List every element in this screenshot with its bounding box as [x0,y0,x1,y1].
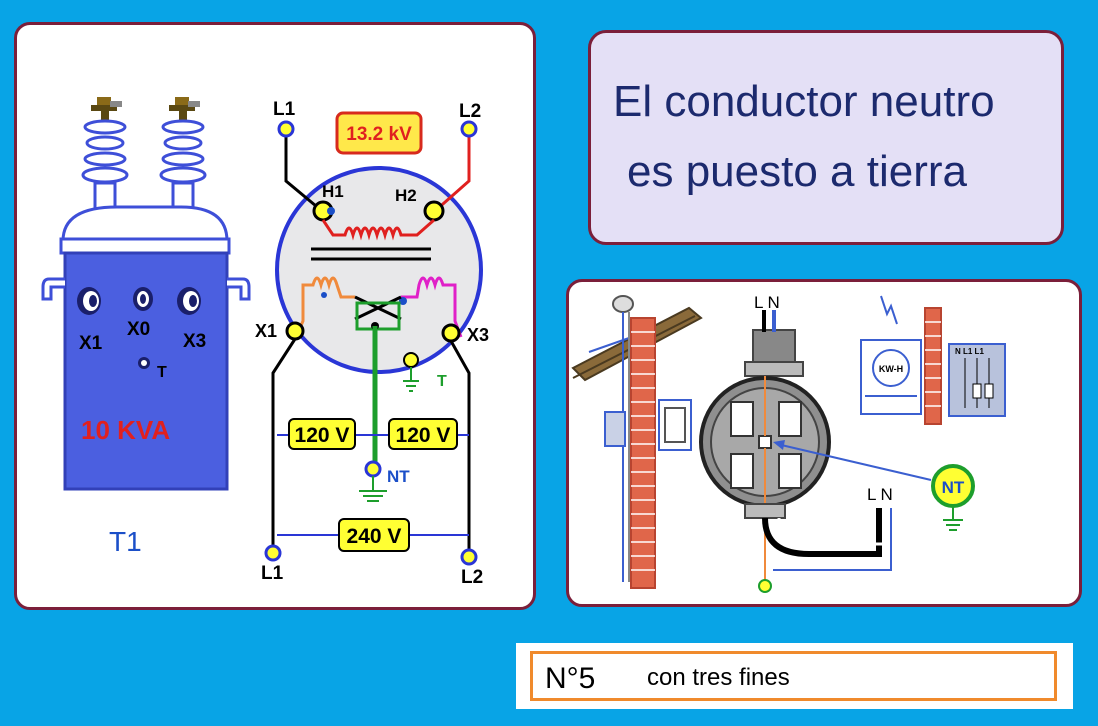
nt-marker-label: NT [942,478,965,497]
nt-label: NT [387,467,410,486]
secondary-coil-left [295,276,355,336]
voltage-total: 240 V [347,525,402,548]
x1-label: X1 [79,333,103,354]
brick-wall-left [630,317,656,589]
l2-top-label: L2 [459,101,481,122]
lv-bushing-x3 [177,287,201,315]
secondary-coil-right [401,276,463,338]
h1-label: H1 [322,182,344,201]
lv-bushing-x1 [77,287,101,315]
footer-caption: con tres fines [647,664,790,691]
x0-label: X0 [127,319,150,340]
t-label: T [157,364,167,381]
transformer-diagram: X1 X0 X3 T 10 KVA T1 13.2 kV L1 L2 H1 H2 [41,97,489,588]
l2-bottom-terminal [460,548,478,566]
kwh-label: KW-H [879,364,903,374]
ln-bottom-label: L N [867,485,893,504]
t-schematic-label: T [437,373,447,390]
transformer-name: T1 [109,526,142,557]
slide-number: N°5 [545,662,596,695]
l2-bottom-label: L2 [461,567,483,588]
schematic: 13.2 kV L1 L2 H1 H2 [255,99,489,588]
h2-terminal [423,200,445,222]
title-line-2: es puesto a tierra [627,147,967,196]
footer-box: N°5 con tres fines [530,651,1057,701]
primary-voltage-box [335,111,423,155]
l2-top-terminal [460,120,478,138]
meter-diagram: L N L N NT KW-H N L1 [571,293,1006,593]
rating-label: 10 KVA [81,415,170,445]
voltage-box-right [388,418,458,450]
h2-label: H2 [395,186,417,205]
x3-schematic-label: X3 [467,325,489,345]
title-line-1: El conductor neutro [613,77,995,126]
x3-terminal [441,323,461,343]
l1-top-label: L1 [273,99,296,120]
brick-wall-right [924,307,942,425]
footer-bar: N°5 con tres fines [516,643,1073,709]
x1-schematic-label: X1 [255,321,277,341]
title-panel: El conductor neutro es puesto a tierra [588,30,1064,245]
l1-top-terminal [277,120,295,138]
meter-diagram-panel: L N L N NT KW-H N L1 [566,279,1082,607]
nt-terminal [364,460,382,478]
voltage-left: 120 V [295,424,350,447]
voltage-box-total [338,518,410,552]
l1-bottom-label: L1 [261,563,284,584]
bushing-left [81,97,129,211]
l1-bottom-terminal [264,544,282,562]
t-terminal [403,352,419,368]
ln-top-label: L N [754,293,780,312]
primary-coil [321,218,435,241]
x1-terminal [285,321,305,341]
x3-label: X3 [183,331,206,352]
transformer-drawing: X1 X0 X3 T 10 KVA T1 [41,97,251,557]
transformer-diagram-panel: X1 X0 X3 T 10 KVA T1 13.2 kV L1 L2 H1 H2 [14,22,536,610]
breaker-panel-labels: N L1 L1 [955,347,984,356]
voltage-box-left [288,418,356,450]
voltage-right: 120 V [396,424,451,447]
bushing-right [159,97,207,211]
lv-bushing-x0 [133,287,153,311]
primary-voltage: 13.2 kV [346,124,412,145]
